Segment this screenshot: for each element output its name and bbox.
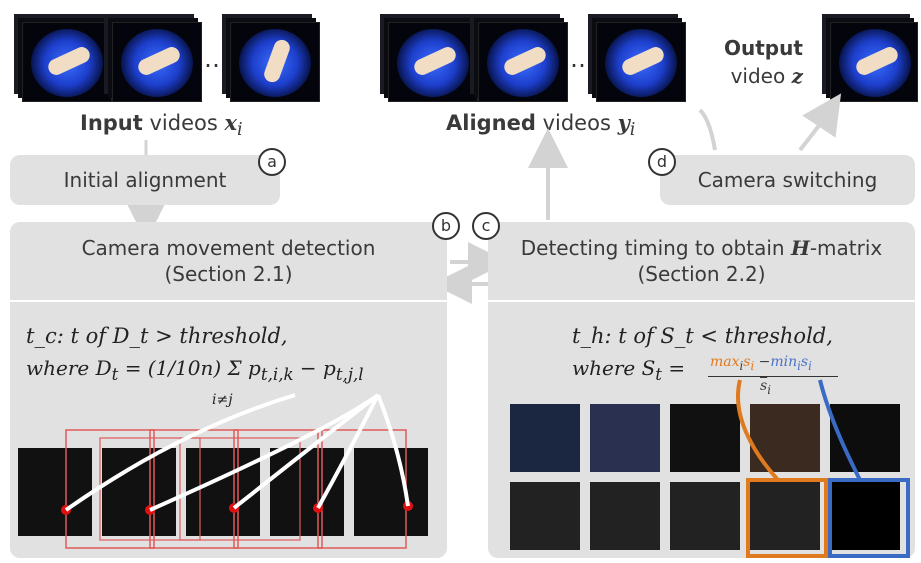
input-thumb-2 [112,22,202,102]
aligned-caption: Aligned videos yi [446,110,636,141]
output-label: Output video z [724,36,803,88]
timing-fraction-num: maxisi −minisi [710,354,812,373]
movement-formula-line1: t_c: t of D_t > threshold, [26,324,288,348]
camera-switching-box [660,155,915,205]
timing-fraction-den: si [760,378,771,397]
panel-divider [488,300,915,302]
movement-condition: i≠j [212,392,233,408]
movement-section: (Section 2.1) [164,262,293,286]
timing-formula-line1: t_h: t of S_t < threshold, [572,324,833,348]
aligned-thumb-3 [596,22,686,102]
timing-title: Detecting timing to obtain H-matrix [520,236,883,260]
input-caption: Input videos xi [80,110,243,141]
output-thumb [830,22,918,102]
aligned-thumb-1 [388,22,478,102]
ellipsis: … [204,45,228,73]
fraction-bar [708,376,838,377]
movement-formula-line2: where Dt = (1/10n) Σ pt,i,k − pt,j,l [26,356,364,384]
movement-frames [18,448,438,540]
timing-section: (Section 2.2) [637,262,766,286]
marker-d: d [648,148,676,176]
marker-a: a [258,148,286,176]
initial-alignment-label: Initial alignment [63,168,227,192]
camera-switching-label: Camera switching [697,168,878,192]
ellipsis: … [570,45,594,73]
movement-title: Camera movement detection [81,236,376,260]
aligned-thumb-2 [478,22,568,102]
marker-c: c [472,212,500,240]
initial-alignment-box [10,155,280,205]
panel-divider [10,300,447,302]
marker-b: b [432,212,460,240]
input-thumb-1 [22,22,112,102]
timing-formula-line2: where St = [572,356,686,384]
input-thumb-3 [230,22,320,102]
